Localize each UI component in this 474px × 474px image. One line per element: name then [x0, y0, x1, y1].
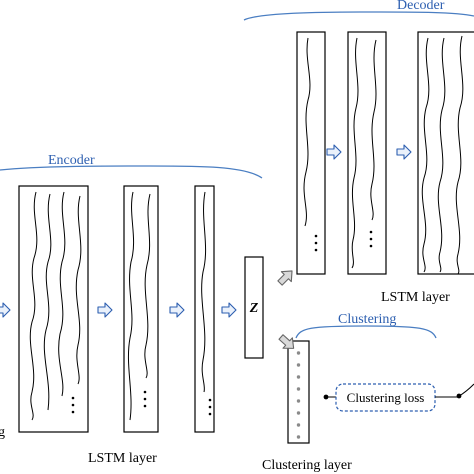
vertical-dots-icon — [314, 234, 318, 252]
vertical-dots-icon — [71, 396, 75, 414]
gray-diagonal-arrow-icon — [277, 270, 293, 286]
decoder-lstm-block-3 — [417, 31, 474, 275]
cut-off-label: g — [0, 425, 5, 440]
gray-diagonal-arrow-icon — [278, 334, 295, 349]
latent-z-symbol: Z — [249, 301, 259, 316]
clustering-layer-label: Clustering layer — [262, 458, 352, 473]
hollow-right-arrow-icon — [169, 302, 185, 318]
decoder-bracket — [243, 11, 474, 21]
clustering-loss-box: Clustering loss — [323, 383, 474, 412]
clustering-label: Clustering — [338, 312, 396, 327]
hollow-right-arrow-icon — [326, 144, 342, 160]
lstm-layer-label-encoder: LSTM layer — [88, 451, 157, 466]
vertical-dots-icon — [208, 398, 212, 416]
clustering-bracket — [295, 325, 437, 339]
hollow-right-arrow-icon — [396, 144, 412, 160]
encoder-lstm-block-3 — [194, 185, 215, 433]
encoder-lstm-block-1 — [18, 185, 89, 433]
encoder-lstm-block-2 — [123, 185, 159, 433]
decoder-label: Decoder — [397, 0, 445, 13]
latent-z-box: Z — [244, 256, 264, 359]
vertical-dots-icon — [143, 390, 147, 408]
decoder-lstm-block-2 — [347, 31, 387, 275]
clustering-loss-label: Clustering loss — [347, 390, 425, 405]
vertical-dots-icon — [369, 230, 373, 248]
encoder-bracket — [0, 165, 263, 179]
lstm-layer-label-decoder: LSTM layer — [381, 290, 450, 305]
encoder-label: Encoder — [48, 153, 95, 168]
hollow-right-arrow-icon — [97, 302, 113, 318]
hollow-right-arrow-icon — [0, 302, 11, 318]
clustering-layer-column — [287, 340, 310, 444]
decoder-lstm-block-1 — [296, 31, 326, 275]
hollow-right-arrow-icon — [221, 302, 237, 318]
